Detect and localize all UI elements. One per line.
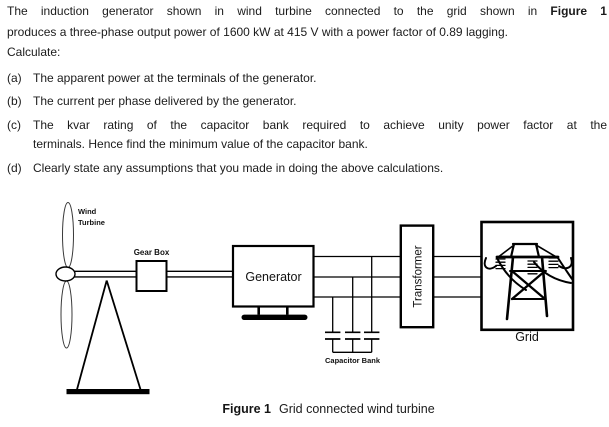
- intro-line-2: produces a three-phase output power of 1…: [7, 24, 508, 39]
- intro-line-1: The induction generator shown in wind tu…: [7, 1, 607, 22]
- transmission-tower-icon: [483, 242, 573, 321]
- figure-caption-label: Figure 1: [222, 402, 271, 416]
- figure-caption-text: Grid connected wind turbine: [279, 402, 435, 416]
- question-item-b: (b) The current per phase delivered by t…: [7, 92, 607, 112]
- question-text-b: The current per phase delivered by the g…: [33, 94, 297, 108]
- generator-mount: [241, 306, 308, 320]
- three-phase-lines: [313, 255, 482, 298]
- capacitor-plates: [325, 331, 380, 340]
- question-text-c-line2: terminals. Hence find the minimum value …: [33, 137, 368, 151]
- turbine-blade-upper: [62, 202, 74, 268]
- question-text-d: Clearly state any assumptions that you m…: [33, 160, 444, 175]
- transformer-box: [399, 224, 435, 329]
- drive-shaft: [74, 270, 233, 278]
- problem-statement: The induction generator shown in wind tu…: [7, 1, 607, 178]
- capacitor-bank: [325, 256, 380, 353]
- gear-box-label: Gear Box: [134, 248, 170, 257]
- intro-text-before-figure: The induction generator shown in wind tu…: [7, 4, 538, 18]
- power-wires: [483, 257, 573, 291]
- question-label-b: (b): [7, 94, 22, 108]
- turbine-tower: [66, 280, 150, 395]
- capacitor-bank-label: Capacitor Bank: [325, 356, 381, 365]
- question-item-a: (a) The apparent power at the terminals …: [7, 69, 607, 89]
- turbine-hub: [55, 266, 76, 282]
- gear-box: [135, 260, 168, 292]
- generator-box: [231, 244, 315, 308]
- generator-label: Generator: [245, 270, 301, 284]
- wind-turbine-diagram: Wind Turbine Gear Box Generator Capacito…: [55, 202, 575, 416]
- calculate-label: Calculate:: [7, 45, 61, 59]
- turbine-blade-lower: [60, 280, 73, 349]
- question-item-d: (d) Clearly state any assumptions that y…: [7, 159, 607, 179]
- wind-turbine-label-line2: Turbine: [78, 218, 105, 227]
- question-list: (a) The apparent power at the terminals …: [7, 69, 607, 179]
- grid-label: Grid: [515, 330, 539, 344]
- grid-box: [480, 220, 575, 332]
- question-label-a: (a): [7, 70, 22, 85]
- question-label-d: (d): [7, 160, 22, 175]
- question-text-c-line1: The kvar rating of the capacitor bank re…: [33, 117, 607, 132]
- question-text-a: The apparent power at the terminals of t…: [33, 70, 317, 85]
- wind-turbine-label-line1: Wind: [78, 207, 97, 216]
- question-label-c: (c): [7, 117, 21, 132]
- figure-reference: Figure 1: [550, 4, 607, 18]
- tower-base: [66, 389, 150, 395]
- question-item-c: (c) The kvar rating of the capacitor ban…: [7, 116, 607, 155]
- transformer-label: Transformer: [413, 245, 425, 307]
